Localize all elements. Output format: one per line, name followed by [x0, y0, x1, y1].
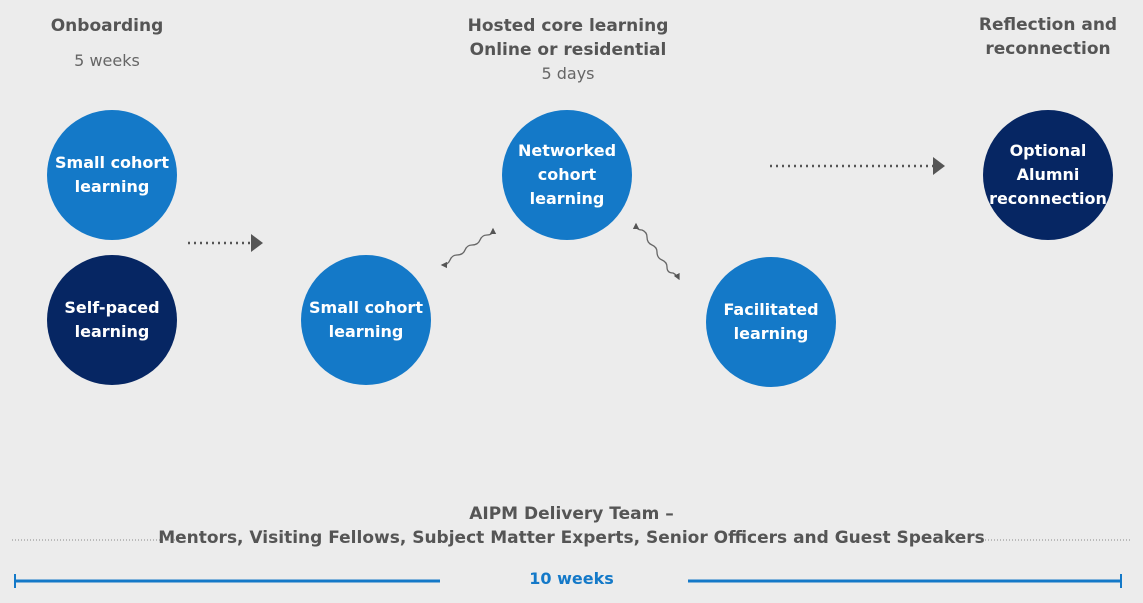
- dotted-arrow-core-to-reflection: [770, 157, 945, 175]
- timeline-right-bar: [688, 574, 1122, 588]
- stage-title-core-line1: Hosted core learning: [467, 16, 669, 36]
- double-arrow-networked-facilitated: [632, 222, 680, 281]
- stage-title-reflection: Reflection and reconnection: [948, 13, 1143, 61]
- node-networked-cohort-line2: cohort: [537, 165, 597, 184]
- delivery-team-members: Mentors, Visiting Fellows, Subject Matte…: [158, 528, 985, 548]
- node-self-paced-line2: learning: [74, 322, 150, 341]
- stage-title-reflection-line1: Reflection and: [978, 15, 1118, 35]
- double-arrow-small-cohort-networked: [440, 227, 497, 269]
- delivery-team-title: AIPM Delivery Team –: [469, 504, 674, 524]
- stage-title-core: Hosted core learning Online or residenti…: [418, 14, 718, 62]
- node-alumni-reconnection: Optional Alumni reconnection: [983, 110, 1113, 240]
- node-facilitated-line2: learning: [733, 324, 809, 343]
- stage-title-onboarding: Onboarding: [50, 16, 164, 36]
- node-facilitated-line1: Facilitated: [723, 300, 819, 319]
- node-core-small-cohort-line2: learning: [328, 322, 404, 341]
- dotted-arrow-onboarding-to-core: [188, 234, 263, 252]
- node-alumni-reconnection-line2: Alumni: [1016, 165, 1080, 184]
- node-networked-cohort-line1: Networked: [517, 141, 617, 160]
- node-alumni-reconnection-line3: reconnection: [989, 189, 1107, 208]
- stage-title-core-line2: Online or residential: [469, 40, 667, 60]
- timeline-label: 10 weeks: [529, 569, 614, 588]
- node-networked-cohort-line3: learning: [529, 189, 605, 208]
- node-alumni-reconnection-line1: Optional: [1009, 141, 1087, 160]
- node-onboarding-small-cohort-line2: learning: [74, 177, 150, 196]
- node-core-small-cohort: Small cohort learning: [301, 255, 431, 385]
- timeline-left-bar: [14, 574, 440, 588]
- node-self-paced-line1: Self-paced: [64, 298, 160, 317]
- node-self-paced: Self-paced learning: [47, 255, 177, 385]
- stage-title-reflection-line2: reconnection: [985, 39, 1111, 59]
- node-onboarding-small-cohort-line1: Small cohort: [55, 153, 169, 172]
- stage-duration-onboarding: 5 weeks: [74, 51, 140, 70]
- stage-duration-core: 5 days: [541, 64, 595, 83]
- node-facilitated: Facilitated learning: [706, 257, 836, 387]
- node-core-small-cohort-line1: Small cohort: [309, 298, 423, 317]
- node-onboarding-small-cohort: Small cohort learning: [47, 110, 177, 240]
- node-networked-cohort: Networked cohort learning: [502, 110, 632, 240]
